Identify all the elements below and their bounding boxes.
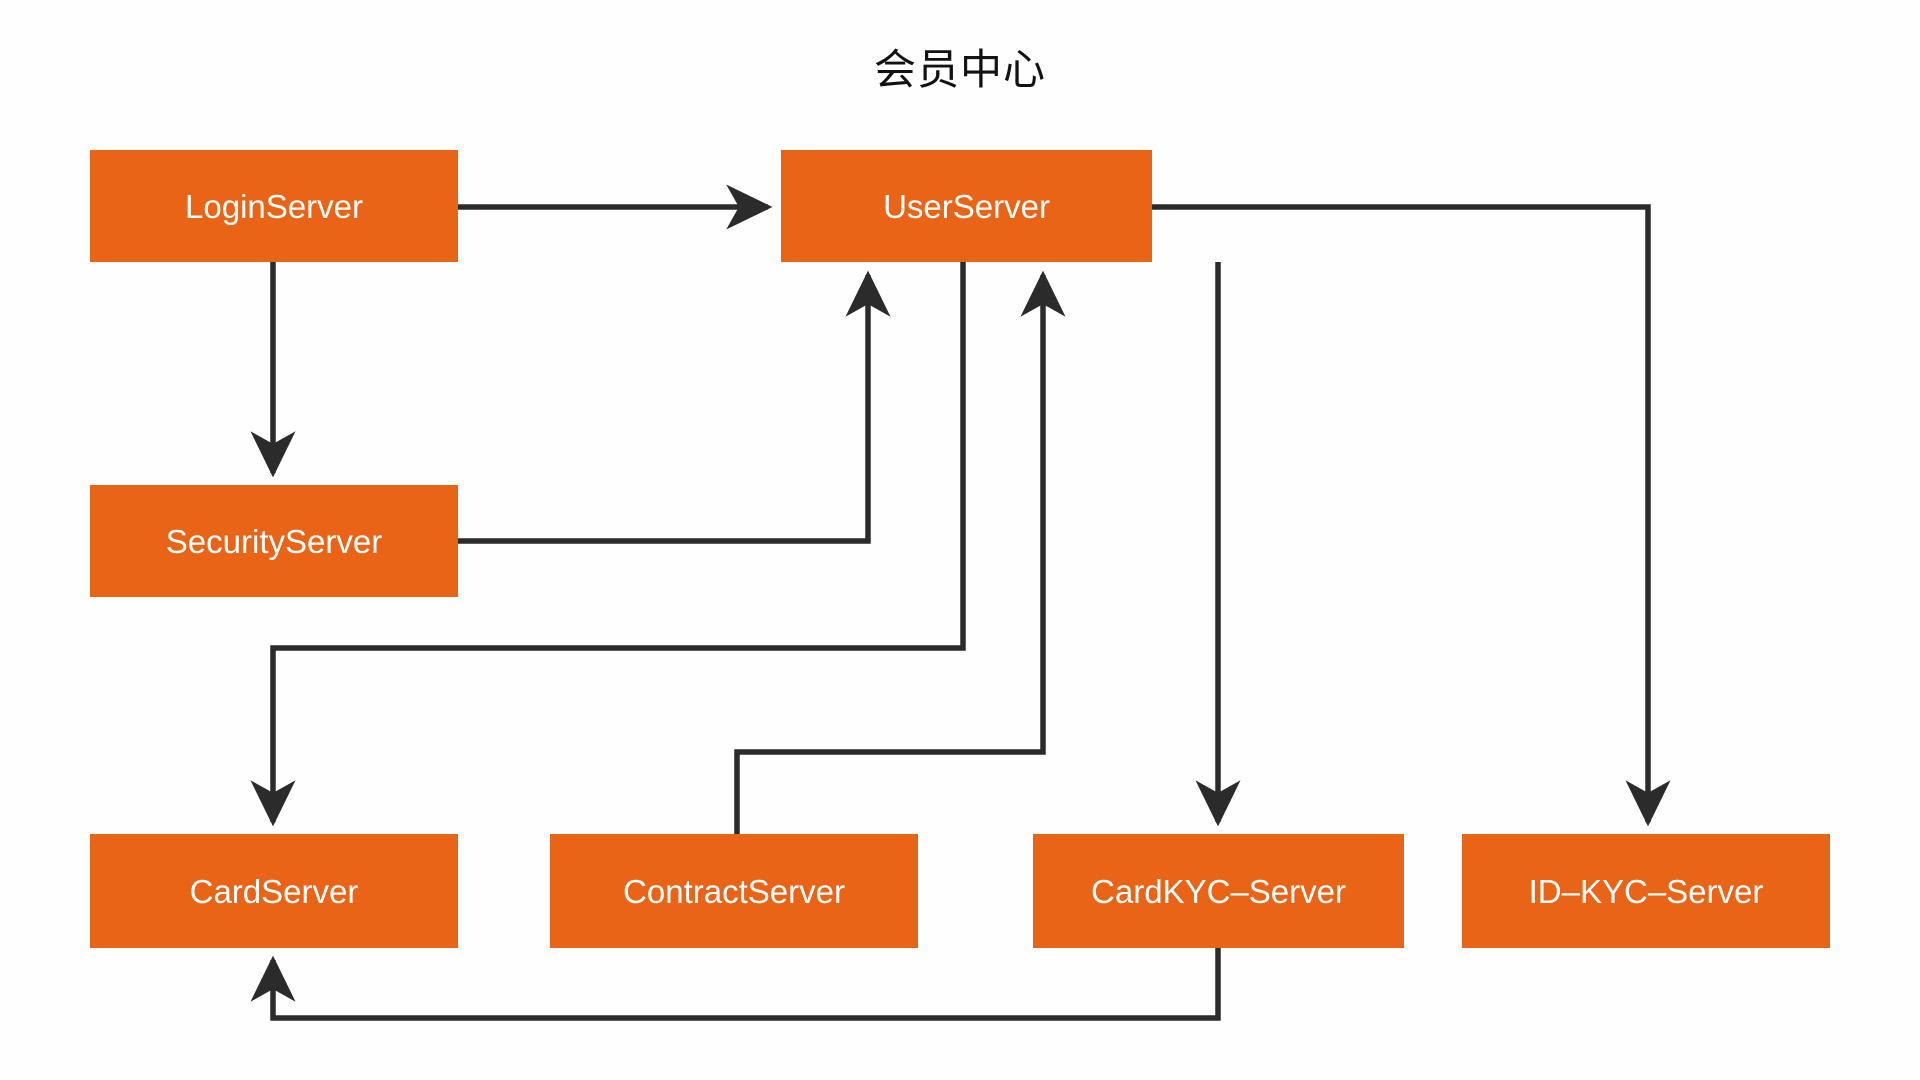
node-card-server[interactable]: CardServer	[90, 834, 458, 948]
node-idkyc-server[interactable]: ID–KYC–Server	[1462, 834, 1830, 948]
node-label: SecurityServer	[165, 522, 383, 560]
edge-user-to-idkyc	[1152, 204, 1671, 827]
node-login-server[interactable]: LoginServer	[90, 150, 458, 262]
node-label: LoginServer	[185, 187, 363, 225]
node-security-server[interactable]: SecurityServer	[90, 485, 458, 597]
node-label: CardServer	[189, 872, 359, 910]
node-label: UserServer	[883, 187, 1050, 225]
edge-user-to-card	[250, 262, 966, 827]
node-contract-server[interactable]: ContractServer	[550, 834, 918, 948]
node-label: CardKYC–Server	[1091, 872, 1346, 910]
edge-security-to-user	[458, 270, 891, 544]
node-label: ID–KYC–Server	[1528, 872, 1764, 910]
node-label: ContractServer	[623, 872, 845, 910]
edge-cardkyc-to-card	[250, 948, 1221, 1021]
node-user-server[interactable]: UserServer	[781, 150, 1152, 262]
edge-contract-to-user	[734, 270, 1066, 834]
node-cardkyc-server[interactable]: CardKYC–Server	[1033, 834, 1404, 948]
page-title: 会员中心	[873, 45, 1046, 94]
